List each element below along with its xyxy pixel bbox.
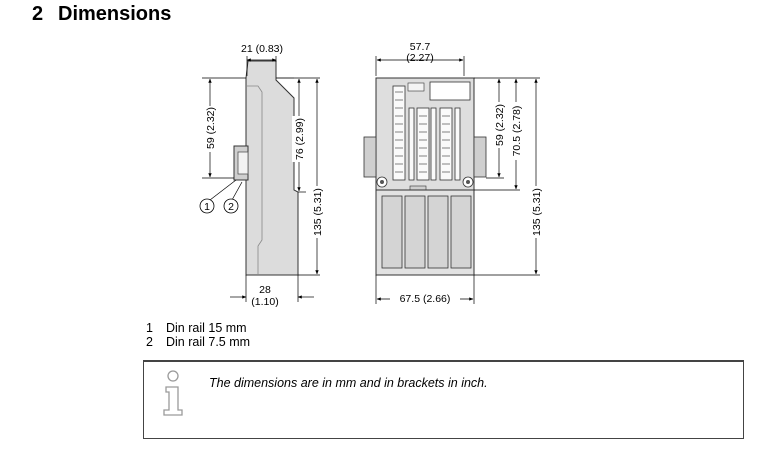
side-view: 21 (0.83) 59 (2.32) 76 (2.99) 135 (5.31)… [199, 43, 324, 308]
side-upper-height-label: 76 (2.99) [294, 118, 306, 160]
side-top-width-label: 21 (0.83) [241, 43, 283, 55]
section-heading: 2 Dimensions [32, 3, 171, 26]
side-housing [245, 60, 299, 276]
front-top-width-in: (2.27) [406, 52, 433, 64]
front-upper-height-label: 70.5 (2.78) [511, 106, 523, 157]
callout-2-circle [223, 198, 239, 214]
front-bottom-width-label: 67.5 (2.66) [400, 293, 451, 305]
front-total-height-label: 135 (5.31) [531, 188, 543, 236]
note-text: The dimensions are in mm and in brackets… [209, 376, 488, 390]
side-bottom-width-mm: 28 [259, 284, 271, 296]
front-connectors [392, 85, 461, 181]
front-top-width-mm: 57.7 [410, 41, 431, 53]
callout-1-circle [199, 198, 215, 214]
front-rail-height-label: 59 (2.32) [494, 104, 506, 146]
side-rail-height-label: 59 (2.32) [205, 107, 217, 149]
note-box: The dimensions are in mm and in brackets… [143, 360, 744, 439]
front-view: 57.7 (2.27) 59 (2.32) 70.5 (2.78) 135 (5… [363, 41, 543, 305]
info-icon [163, 370, 183, 416]
callout-1-label: 1 [204, 201, 210, 213]
side-total-height-label: 135 (5.31) [312, 188, 324, 236]
section-title: Dimensions [58, 3, 172, 25]
callout-2-label: 2 [228, 201, 234, 213]
side-bottom-width-in: (1.10) [251, 296, 278, 308]
section-number: 2 [32, 3, 44, 25]
